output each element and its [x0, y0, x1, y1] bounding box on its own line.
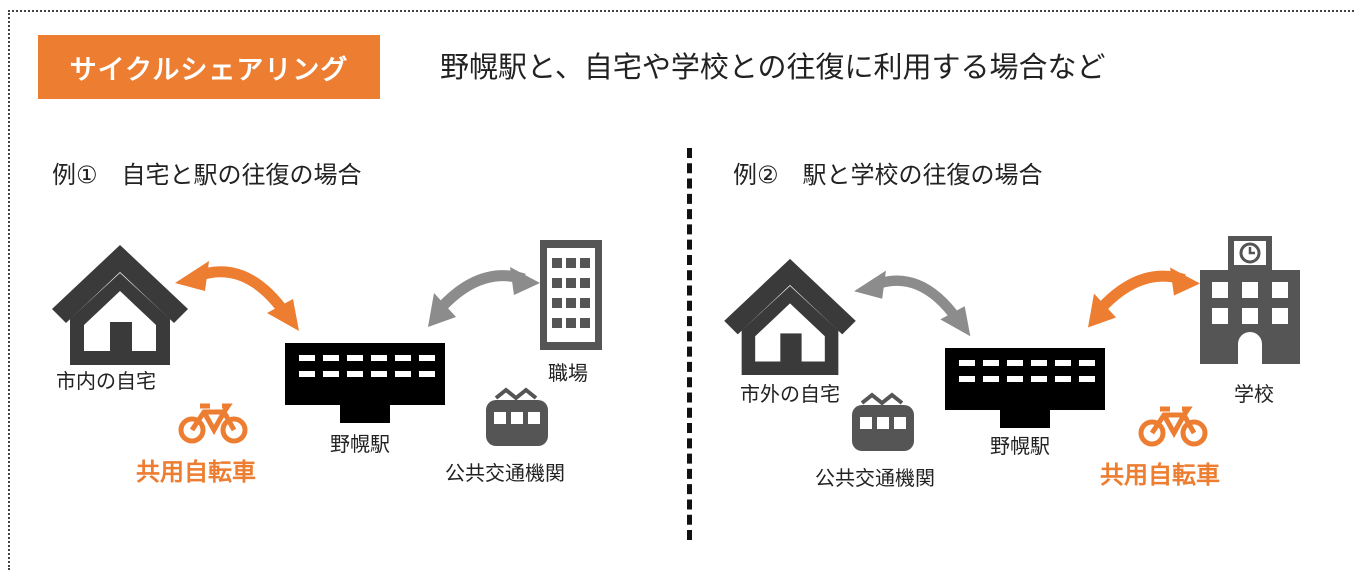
- bicycle-icon: [1138, 406, 1208, 447]
- transit-label-2: 公共交通機関: [815, 466, 935, 490]
- section-divider: [687, 148, 692, 540]
- work-label: 職場: [548, 361, 588, 385]
- orange-double-arrow-icon: [175, 261, 299, 331]
- example-2-title: 例② 駅と学校の往復の場合: [733, 161, 1043, 189]
- train-icon: [852, 392, 914, 451]
- house-icon: [52, 245, 188, 365]
- shared-bike-label-1: 共用自転車: [136, 458, 256, 486]
- house-icon: [724, 258, 856, 375]
- school-label: 学校: [1234, 382, 1274, 406]
- shared-bike-label-2: 共用自転車: [1100, 461, 1220, 489]
- home-label-2: 市外の自宅: [740, 382, 840, 406]
- example-1-title: 例① 自宅と駅の往復の場合: [52, 161, 362, 189]
- station-label-1: 野幌駅: [330, 432, 390, 456]
- station-label-2: 野幌駅: [990, 434, 1050, 458]
- bicycle-icon: [178, 403, 248, 444]
- transit-label-1: 公共交通機関: [445, 461, 565, 485]
- office-building-icon: [540, 240, 602, 350]
- dotted-frame: [8, 10, 1356, 570]
- page-heading: 野幌駅と、自宅や学校との往復に利用する場合など: [440, 50, 1106, 84]
- gray-double-arrow-icon: [854, 270, 971, 337]
- orange-double-arrow-icon: [1088, 267, 1200, 328]
- school-building-icon: [1200, 236, 1300, 364]
- home-label-1: 市内の自宅: [56, 369, 156, 393]
- station-building-icon: [945, 348, 1105, 428]
- category-badge: サイクルシェアリング: [38, 35, 380, 99]
- gray-double-arrow-icon: [428, 267, 540, 327]
- train-icon: [486, 387, 548, 446]
- station-building-icon: [285, 343, 445, 423]
